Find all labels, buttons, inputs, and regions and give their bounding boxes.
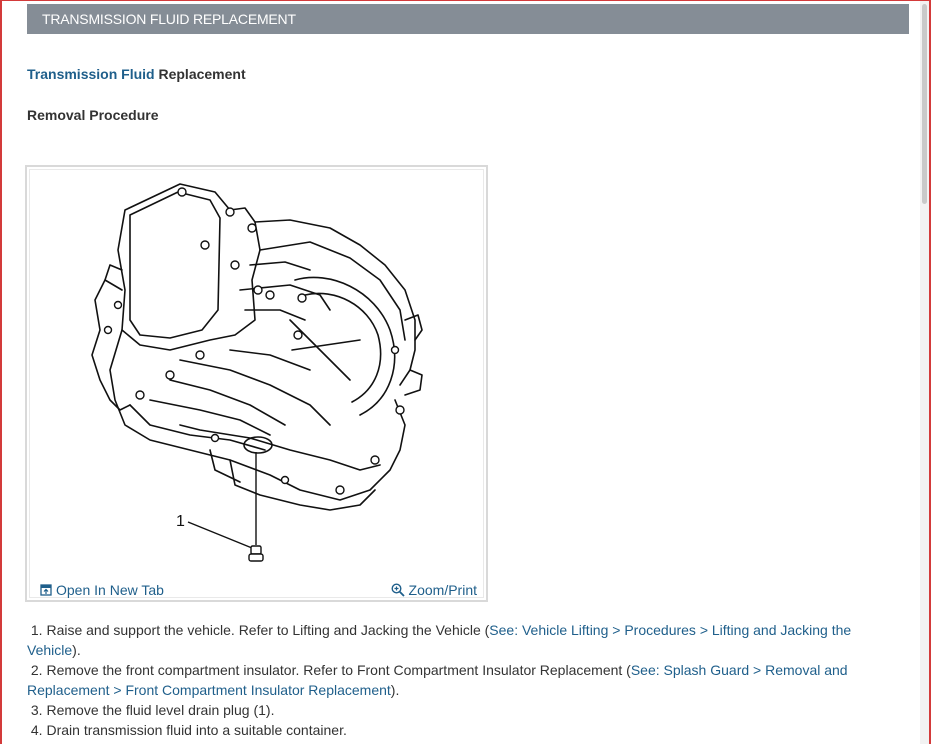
step-1: 1. Raise and support the vehicle. Refer … <box>27 620 887 660</box>
figure-panel: 1 Open In New Tab Zoom/Print <box>25 165 488 602</box>
step-number: 4. <box>30 722 43 738</box>
step-3: 3. Remove the fluid level drain plug (1)… <box>27 700 887 720</box>
callout-label: 1 <box>176 513 185 530</box>
vehicle-lifting-link[interactable]: See: Vehicle Lifting > Procedures > Lift… <box>27 622 852 658</box>
transmission-illustration[interactable]: 1 <box>30 170 485 570</box>
open-in-new-tab-button[interactable]: Open In New Tab <box>40 582 164 598</box>
step-number: 3. <box>30 702 43 718</box>
transmission-fluid-link[interactable]: Transmission Fluid <box>27 66 155 82</box>
step-text: Raise and support the vehicle. Refer to … <box>42 622 490 638</box>
step-number: 2. <box>30 662 43 678</box>
procedure-subtitle: Transmission Fluid Replacement <box>27 66 246 82</box>
step-text: Drain transmission fluid into a suitable… <box>42 722 347 738</box>
window-frame-right <box>929 0 931 744</box>
procedure-steps: 1. Raise and support the vehicle. Refer … <box>27 620 887 740</box>
scrollbar-thumb[interactable] <box>922 4 927 204</box>
scrollbar-track[interactable] <box>920 1 929 744</box>
subtitle-rest: Replacement <box>154 66 246 82</box>
magnifier-icon <box>391 583 405 597</box>
step-text-after: ). <box>72 642 81 658</box>
page-title: TRANSMISSION FLUID REPLACEMENT <box>42 11 296 27</box>
open-in-new-tab-label: Open In New Tab <box>56 582 164 598</box>
step-number: 1. <box>30 622 43 638</box>
window-frame-left <box>0 0 2 744</box>
step-text-after: ). <box>390 682 400 698</box>
step-4: 4. Drain transmission fluid into a suita… <box>27 720 887 740</box>
step-text: Remove the fluid level drain plug (1). <box>42 702 275 718</box>
window-frame-top <box>0 0 931 1</box>
zoom-print-button[interactable]: Zoom/Print <box>391 582 477 598</box>
zoom-print-label: Zoom/Print <box>408 582 477 598</box>
section-title: Removal Procedure <box>27 107 159 123</box>
splash-guard-link[interactable]: See: Splash Guard > Removal and Replacem… <box>27 662 848 698</box>
figure-inner: 1 Open In New Tab Zoom/Print <box>29 169 484 598</box>
open-in-new-tab-icon <box>40 584 52 596</box>
step-2: 2. Remove the front compartment insulato… <box>27 660 887 700</box>
step-text: Remove the front compartment insulator. … <box>42 662 631 678</box>
page-title-bar: TRANSMISSION FLUID REPLACEMENT <box>27 4 909 34</box>
